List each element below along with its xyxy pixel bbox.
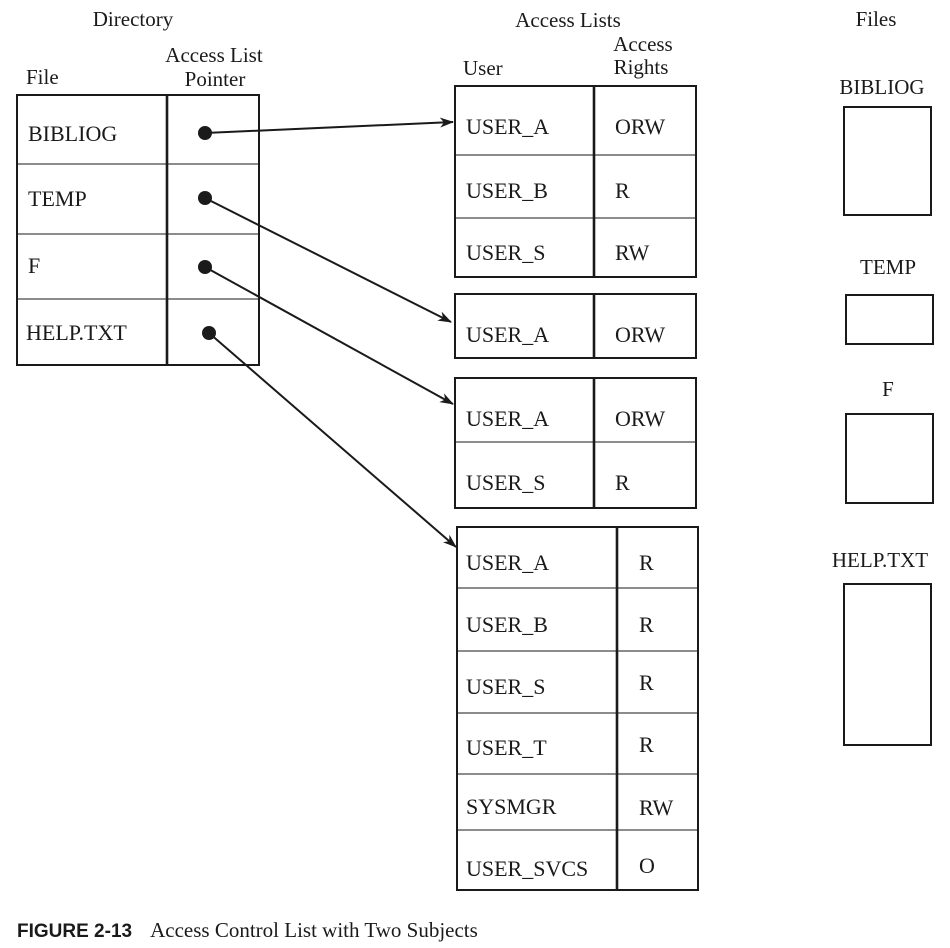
acl-entry-user: USER_A xyxy=(466,114,550,139)
file-column-header: File xyxy=(26,65,59,89)
figure-caption-text: Access Control List with Two Subjects xyxy=(150,918,478,942)
pointer-arrow-helptxt xyxy=(208,332,457,548)
pointer-dot xyxy=(198,126,212,140)
acl-entry-rights: R xyxy=(639,732,654,757)
directory-header: Directory xyxy=(92,7,174,31)
files-header: Files xyxy=(855,7,897,31)
acl-entry-rights: R xyxy=(639,550,654,575)
rights-column-header-line2: Rights xyxy=(613,55,669,79)
pointer-column-header-line1: Access List xyxy=(165,43,263,67)
acl-entry-user: USER_S xyxy=(466,240,546,265)
acl-entry-rights: ORW xyxy=(615,406,666,431)
acl-entry-user: USER_S xyxy=(466,470,546,495)
acl-entry-user: USER_A xyxy=(466,550,550,575)
pointer-dot xyxy=(202,326,216,340)
file-name-label: BIBLIOG xyxy=(839,75,925,99)
directory-row-file: BIBLIOG xyxy=(28,121,118,146)
directory-table xyxy=(16,94,260,366)
acl-entry-user: USER_T xyxy=(466,735,547,760)
file-box-helptxt xyxy=(843,583,932,746)
acl-entry-rights: RW xyxy=(639,795,674,820)
access-list-bibliog xyxy=(454,85,697,278)
pointer-dot xyxy=(198,191,212,205)
pointer-dot xyxy=(198,260,212,274)
file-box-f xyxy=(845,413,934,504)
access-lists-header: Access Lists xyxy=(515,8,621,32)
acl-entry-user: USER_B xyxy=(466,612,548,637)
file-box-temp xyxy=(845,294,934,345)
acl-entry-rights: R xyxy=(615,178,630,203)
pointer-column-header-line2: Pointer xyxy=(184,67,246,91)
acl-entry-rights: ORW xyxy=(615,322,666,347)
directory-row-file: HELP.TXT xyxy=(26,320,127,345)
acl-entry-rights: R xyxy=(639,612,654,637)
file-name-label: HELP.TXT xyxy=(831,548,929,572)
acl-entry-user: USER_A xyxy=(466,406,550,431)
figure-caption-label: FIGURE 2-13 xyxy=(17,921,133,942)
pointer-arrow-f xyxy=(204,266,454,405)
user-column-header: User xyxy=(463,56,503,80)
figure-caption: FIGURE 2-13 Access Control List with Two… xyxy=(17,918,478,943)
acl-entry-rights: O xyxy=(639,853,655,878)
acl-entry-rights: RW xyxy=(615,240,650,265)
acl-entry-user: SYSMGR xyxy=(466,794,557,819)
file-box-bibliog xyxy=(843,106,932,216)
pointer-arrow-temp xyxy=(204,197,452,323)
access-list-temp xyxy=(454,293,697,359)
rights-column-header-line1: Access xyxy=(613,32,673,56)
directory-row-file: TEMP xyxy=(28,186,87,211)
acl-entry-user: USER_B xyxy=(466,178,548,203)
acl-entry-rights: ORW xyxy=(615,114,666,139)
pointer-arrow-bibliog xyxy=(204,117,454,134)
access-list-helptxt xyxy=(456,526,699,891)
acl-entry-user: USER_S xyxy=(466,674,546,699)
file-name-label: F xyxy=(882,377,894,401)
file-name-label: TEMP xyxy=(859,255,917,279)
acl-entry-user: USER_SVCS xyxy=(466,856,589,881)
access-list-f xyxy=(454,377,697,509)
acl-entry-rights: R xyxy=(639,670,654,695)
acl-entry-user: USER_A xyxy=(466,322,550,347)
directory-row-file: F xyxy=(28,253,41,278)
acl-entry-rights: R xyxy=(615,470,630,495)
